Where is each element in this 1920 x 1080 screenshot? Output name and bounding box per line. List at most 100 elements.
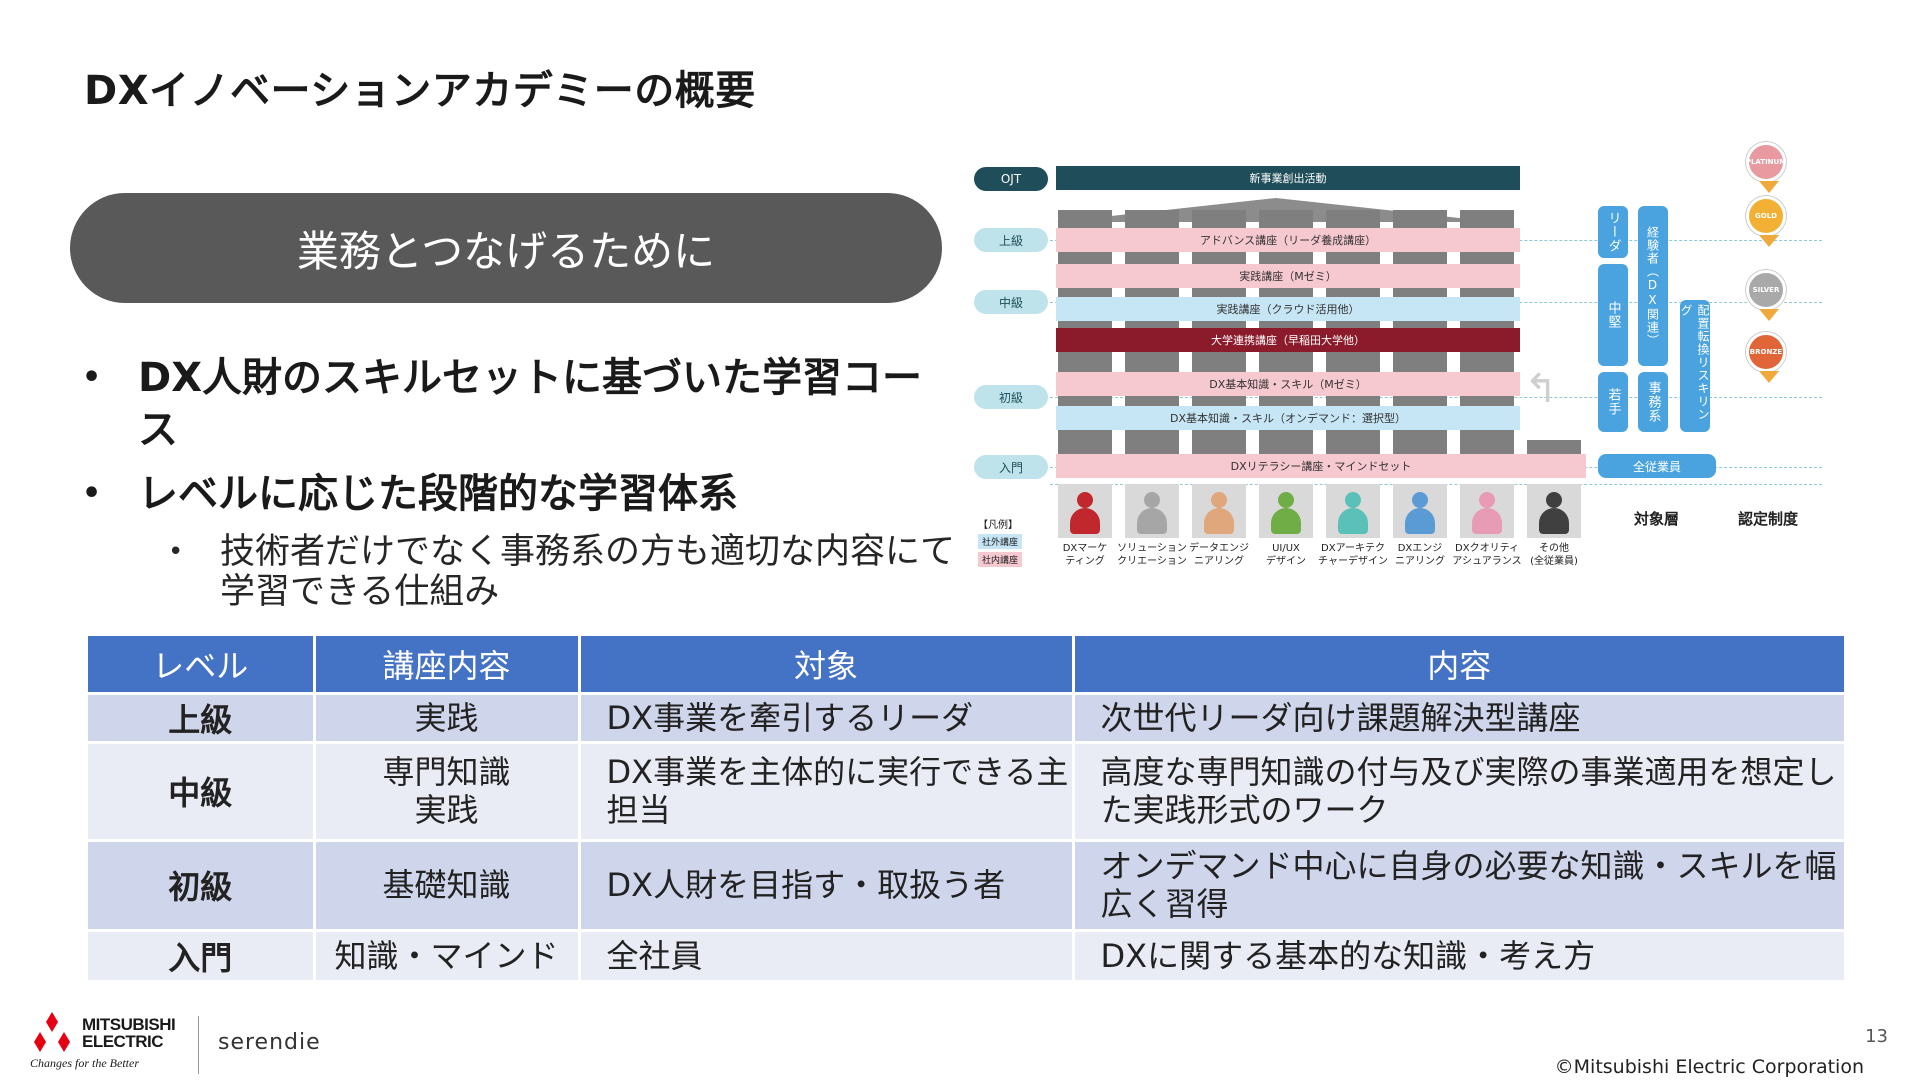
person-head	[1077, 492, 1093, 508]
caption-certification: 認定制度	[1738, 510, 1799, 528]
person-head	[1412, 492, 1428, 508]
curve-arrow-icon: ↰	[1524, 366, 1558, 412]
level-label-advanced: 上級	[974, 228, 1048, 252]
cell-kind: 知識・マインド	[312, 928, 579, 980]
bullet-item: レベルに応じた段階的な学習体系	[80, 468, 960, 520]
role-caption: DXアーキテクチャーデザイン	[1317, 542, 1389, 568]
tag-office: 事務系	[1638, 372, 1668, 432]
tag-all-employees: 全従業員	[1598, 454, 1716, 478]
bar-literacy: DXリテラシー講座・マインドセット	[1056, 454, 1586, 478]
cell-kind: 基礎知識	[312, 838, 579, 930]
role-caption-line: チャーデザイン	[1318, 556, 1388, 567]
cell-kind: 専門知識 実践	[312, 740, 579, 840]
person-body	[1204, 508, 1234, 534]
tag-experienced: 経験者（DX関連）	[1638, 206, 1668, 366]
person-body	[1070, 508, 1100, 534]
person-body	[1338, 508, 1368, 534]
person-body	[1271, 508, 1301, 534]
caption-target: 対象層	[1634, 510, 1680, 528]
cell-kind-line: 実践	[414, 791, 479, 829]
level-label-beginner: 初級	[974, 385, 1048, 409]
person-head	[1479, 492, 1495, 508]
three-diamonds-icon	[34, 1012, 70, 1052]
cell-level: 上級	[88, 691, 314, 742]
role-caption: UI/UX デザイン	[1250, 542, 1322, 568]
bar-practice-cloud: 実践講座（クラウド活用他）	[1056, 297, 1520, 321]
page-number: 13	[1865, 1026, 1888, 1047]
table-header-row: レベル 講座内容 対象 内容	[88, 636, 1844, 693]
tag-reskilling: 配置転換リスキリング	[1679, 300, 1710, 432]
role-caption-line: DXマーケ	[1062, 543, 1108, 554]
role-person-icon	[1192, 484, 1246, 538]
person-body	[1137, 508, 1167, 534]
curriculum-diagram: OJT 上級 中級 初級 入門 新事業創出活動 アドバンス講座（リーダ養成講座）…	[968, 140, 1828, 570]
bar-university: 大学連携講座（早稲田大学他）	[1056, 328, 1520, 352]
role-person-icon	[1527, 484, 1581, 538]
role-caption: DXエンジニアリング	[1384, 542, 1456, 568]
person-head	[1278, 492, 1294, 508]
role-caption-line: ティング	[1065, 556, 1105, 567]
header-kind: 講座内容	[312, 636, 579, 693]
role-person-icon	[1460, 484, 1514, 538]
person-body	[1539, 508, 1569, 534]
role-caption-line: (全従業員)	[1530, 556, 1578, 567]
cell-target: DX事業を牽引するリーダ	[577, 691, 1073, 742]
role-caption-line: UI/UX	[1272, 543, 1300, 554]
role-caption: DXマーケティング	[1049, 542, 1121, 568]
cell-level: 中級	[88, 740, 314, 840]
level-label-ojt: OJT	[974, 167, 1048, 191]
copyright: ©Mitsubishi Electric Corporation	[1554, 1056, 1864, 1078]
company-name-line: MITSUBISHI	[82, 1015, 176, 1034]
company-name: MITSUBISHI ELECTRIC	[82, 1015, 176, 1051]
company-name-line: ELECTRIC	[82, 1032, 164, 1051]
role-caption-line: データエンジ	[1189, 543, 1249, 554]
bar-practice-mzemi: 実践講座（Mゼミ）	[1056, 264, 1520, 288]
person-head	[1144, 492, 1160, 508]
role-caption-line: クリエーション	[1117, 556, 1187, 567]
cell-kind: 実践	[312, 691, 579, 742]
sub-bullet-item: 技術者だけでなく事務系の方も適切な内容にて学習できる仕組み	[168, 532, 980, 612]
role-caption-line: DXエンジ	[1397, 543, 1443, 554]
person-head	[1345, 492, 1361, 508]
cell-level: 初級	[88, 838, 314, 930]
legend: 【凡例】 社外講座 社内講座	[978, 516, 1023, 567]
role-caption-line: アシュアランス	[1452, 556, 1522, 567]
header-level: レベル	[88, 636, 314, 693]
header-desc: 内容	[1071, 636, 1844, 693]
role-person-icon	[1058, 484, 1112, 538]
role-caption-line: デザイン	[1266, 556, 1306, 567]
cell-desc: 次世代リーダ向け課題解決型講座	[1071, 691, 1844, 742]
table-row: 入門 知識・マインド 全社員 DXに関する基本的な知識・考え方	[88, 928, 1844, 980]
cell-target: 全社員	[577, 928, 1073, 980]
role-caption-line: DXアーキテク	[1321, 543, 1385, 554]
role-caption: その他(全従業員)	[1518, 542, 1590, 568]
legend-title: 【凡例】	[978, 520, 1018, 531]
person-body	[1405, 508, 1435, 534]
role-caption: データエンジニアリング	[1183, 542, 1255, 568]
cell-desc: オンデマンド中心に自身の必要な知識・スキルを幅広く習得	[1071, 838, 1844, 930]
role-caption: ソリューションクリエーション	[1116, 542, 1188, 568]
medal-platinum-icon: PLATINUM	[1746, 142, 1786, 193]
medal-gold-icon: GOLD	[1746, 196, 1786, 247]
role-person-icon	[1125, 484, 1179, 538]
cell-desc: DXに関する基本的な知識・考え方	[1071, 928, 1844, 980]
cell-target: DX人財を目指す・取扱う者	[577, 838, 1073, 930]
role-person-icon	[1393, 484, 1447, 538]
cell-level: 入門	[88, 928, 314, 980]
person-body	[1472, 508, 1502, 534]
bar-basic-mzemi: DX基本知識・スキル（Mゼミ）	[1056, 372, 1520, 396]
footer-divider	[198, 1016, 199, 1074]
role-caption-line: ソリューション	[1117, 543, 1187, 554]
section-banner: 業務とつなげるために	[70, 193, 942, 303]
role-person-icon	[1259, 484, 1313, 538]
header-target: 対象	[577, 636, 1073, 693]
cell-target: DX事業を主体的に実行できる主担当	[577, 740, 1073, 840]
person-head	[1546, 492, 1562, 508]
serendie-logo: serendie	[218, 1030, 321, 1055]
bullet-list: DX人財のスキルセットに基づいた学習コース レベルに応じた段階的な学習体系 技術…	[80, 352, 960, 612]
level-label-intro: 入門	[974, 455, 1048, 479]
bar-basic-ondemand: DX基本知識・スキル（オンデマンド：選択型）	[1056, 406, 1520, 430]
legend-internal: 社内講座	[978, 552, 1023, 567]
cell-desc: 高度な専門知識の付与及び実際の事業適用を想定した実践形式のワーク	[1071, 740, 1844, 840]
bar-new-business: 新事業創出活動	[1056, 166, 1520, 190]
